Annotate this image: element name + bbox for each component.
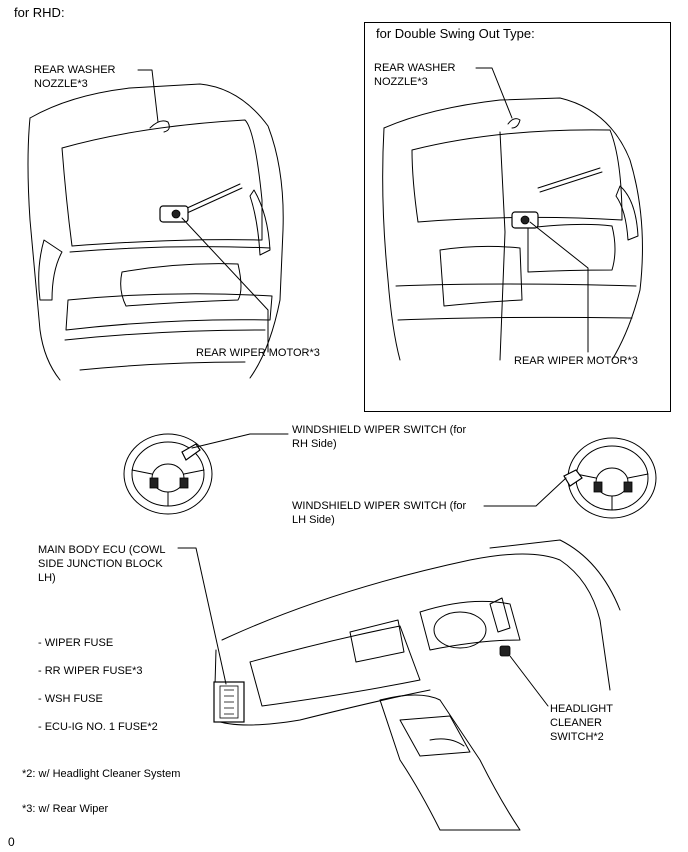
- fuse-item: - WIPER FUSE: [38, 637, 114, 649]
- label-line: NOZZLE*3: [374, 76, 428, 88]
- label-line: RH Side): [292, 438, 337, 450]
- fuse-item: - WSH FUSE: [38, 693, 103, 705]
- label-line: NOZZLE*3: [34, 78, 88, 90]
- inset-rear-wiper-motor-label: REAR WIPER MOTOR*3: [514, 355, 638, 367]
- label-line: REAR WASHER: [34, 64, 116, 76]
- inset-vehicle-illustration: [382, 97, 643, 361]
- label-line: WINDSHIELD WIPER SWITCH (for: [292, 424, 467, 436]
- page-marker: 0: [8, 835, 15, 849]
- label-line: LH): [38, 572, 56, 584]
- label-line: WINDSHIELD WIPER SWITCH (for: [292, 500, 467, 512]
- label-line: SIDE JUNCTION BLOCK: [38, 558, 163, 570]
- headlight-cleaner-switch-label: HEADLIGHT CLEANER SWITCH*2: [550, 702, 613, 744]
- main-body-ecu-label: MAIN BODY ECU (COWL SIDE JUNCTION BLOCK …: [38, 543, 166, 585]
- leader-lines: [137, 67, 589, 707]
- instrument-panel-illustration: [213, 539, 621, 831]
- variant-title: for RHD:: [14, 5, 65, 20]
- inset-title: for Double Swing Out Type:: [376, 26, 535, 41]
- label-line: REAR WASHER: [374, 62, 456, 74]
- steering-wheel-lh-illustration: [563, 437, 657, 519]
- fuse-item: - ECU-IG NO. 1 FUSE*2: [38, 721, 158, 733]
- label-line: CLEANER: [550, 717, 602, 729]
- vehicle-rear-illustration: [27, 83, 284, 381]
- label-line: SWITCH*2: [550, 731, 604, 743]
- fuse-item: - RR WIPER FUSE*3: [38, 665, 143, 677]
- footnote-rear-wiper: *3: w/ Rear Wiper: [22, 803, 109, 815]
- inset-rear-washer-nozzle-label: REAR WASHER NOZZLE*3: [374, 61, 456, 89]
- double-swing-out-inset: [364, 22, 671, 412]
- rear-wiper-motor-label: REAR WIPER MOTOR*3: [196, 347, 320, 359]
- label-line: MAIN BODY ECU (COWL: [38, 544, 166, 556]
- label-line: LH Side): [292, 514, 335, 526]
- footnote-headlight-cleaner: *2: w/ Headlight Cleaner System: [22, 768, 181, 780]
- rear-washer-nozzle-label: REAR WASHER NOZZLE*3: [34, 63, 116, 91]
- wiper-switch-lh-label: WINDSHIELD WIPER SWITCH (for LH Side): [292, 499, 466, 527]
- wiper-switch-rh-label: WINDSHIELD WIPER SWITCH (for RH Side): [292, 423, 466, 451]
- steering-wheel-rh-illustration: [123, 433, 213, 515]
- label-line: HEADLIGHT: [550, 703, 613, 715]
